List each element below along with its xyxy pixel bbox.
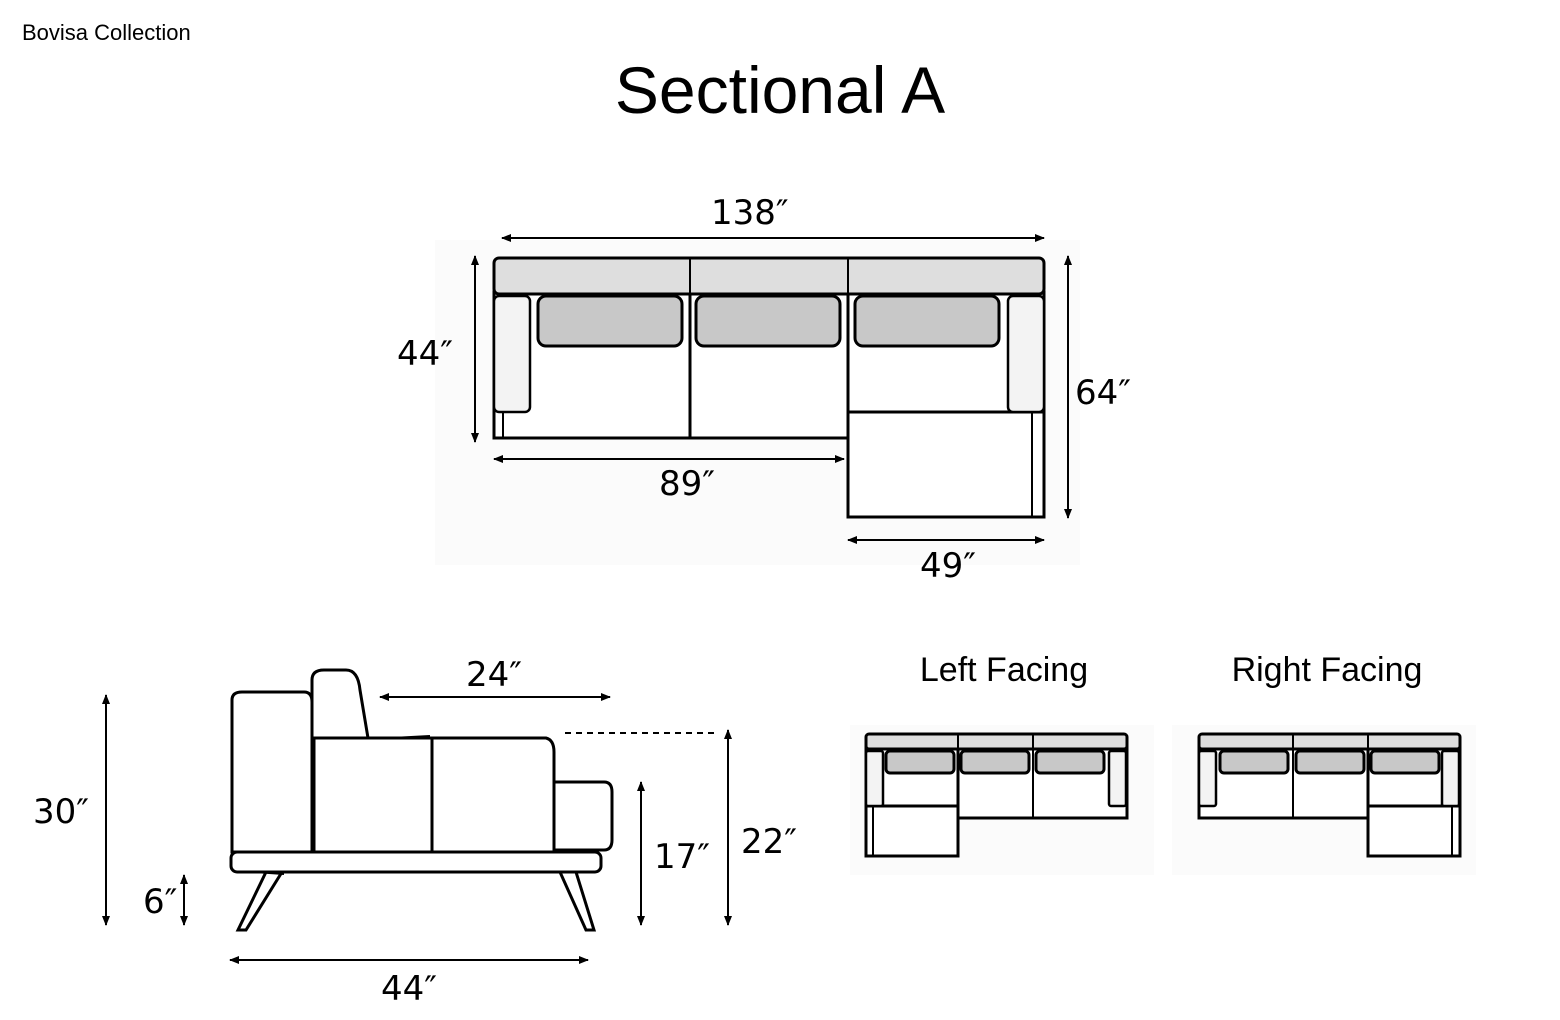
dim-label-depth-sofa: 44″ bbox=[397, 334, 453, 374]
collection-name: Bovisa Collection bbox=[22, 20, 191, 45]
backrest bbox=[492, 256, 1046, 296]
right-facing-diagram bbox=[1172, 725, 1476, 875]
back-cushion bbox=[694, 294, 842, 348]
backrest-side bbox=[230, 690, 314, 854]
back-cushion bbox=[853, 294, 1001, 348]
left-arm bbox=[492, 294, 532, 414]
dim-label-width-overall: 138″ bbox=[711, 193, 789, 233]
right-arm bbox=[1006, 294, 1046, 414]
base-platform bbox=[229, 850, 603, 874]
chaise-seat bbox=[846, 410, 1046, 519]
seat-cushion bbox=[312, 736, 556, 854]
dim-label-leg-height: 6″ bbox=[143, 882, 178, 922]
dim-label-seat-depth: 24″ bbox=[466, 655, 522, 695]
dim-label-height-overall: 30″ bbox=[33, 792, 89, 832]
left-facing-label: Left Facing bbox=[919, 651, 1089, 689]
top-view-diagram bbox=[435, 234, 1080, 565]
dim-label-chaise-width: 49″ bbox=[920, 546, 976, 586]
right-facing-label: Right Facing bbox=[1231, 651, 1423, 689]
dim-label-depth-overall: 64″ bbox=[1075, 373, 1131, 413]
left-facing-diagram bbox=[850, 725, 1154, 875]
arm-side bbox=[552, 780, 614, 852]
page-title: Sectional A bbox=[614, 53, 946, 127]
dim-label-sofa-width: 89″ bbox=[659, 464, 715, 504]
side-view-diagram bbox=[102, 668, 732, 964]
dim-label-arm-height: 22″ bbox=[741, 822, 797, 862]
back-cushion bbox=[536, 294, 684, 348]
dim-label-seat-height: 17″ bbox=[654, 837, 710, 877]
dim-label-side-depth: 44″ bbox=[381, 969, 437, 1009]
headrest-side bbox=[310, 668, 370, 740]
